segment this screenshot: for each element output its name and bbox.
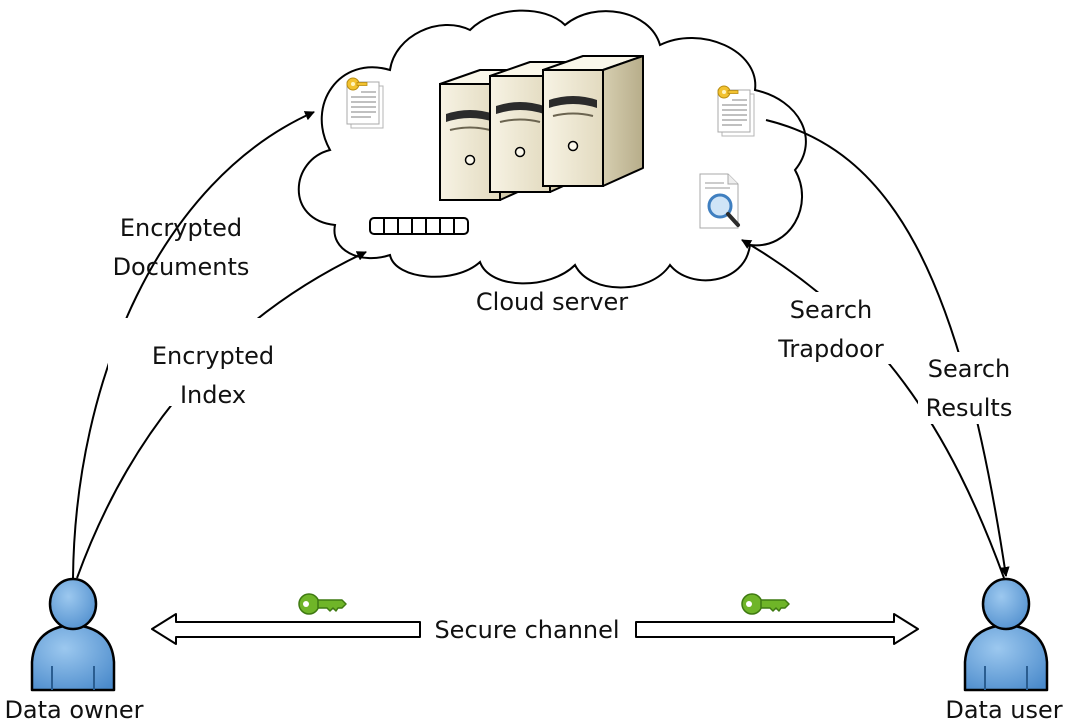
- cloud-server-label: Cloud server: [476, 288, 628, 316]
- index-array-icon: [369, 217, 469, 235]
- search-results-label-line2: Results: [926, 394, 1013, 422]
- search-results-label-line1: Search: [928, 355, 1010, 383]
- data-owner-label: Data owner: [4, 696, 143, 721]
- magnifier-document-icon: [699, 173, 740, 229]
- data-user-label: Data user: [945, 696, 1062, 721]
- arrow-search-trapdoor: [741, 239, 1005, 579]
- search-trapdoor-label-line1: Search: [790, 296, 872, 324]
- encrypted-documents-label-line1: Encrypted: [120, 214, 242, 242]
- encrypted-document-icon: [717, 85, 755, 137]
- secure-channel-label: Secure channel: [434, 616, 619, 644]
- encrypted-index-label-line2: Index: [180, 381, 246, 409]
- secure-channel-arrow: [635, 613, 919, 645]
- key-icon: [741, 593, 790, 615]
- server-tower-icon: [542, 55, 644, 187]
- encrypted-documents-label-line2: Documents: [113, 253, 250, 281]
- key-icon: [298, 593, 347, 615]
- person-icon: [30, 577, 116, 692]
- search-trapdoor-label-line2: Trapdoor: [777, 335, 884, 363]
- person-icon: [963, 577, 1049, 692]
- secure-channel-arrow: [151, 613, 421, 645]
- arrow-encrypted-documents: [72, 111, 315, 579]
- arrow-search-results: [765, 119, 1010, 577]
- arrow-encrypted-index: [76, 251, 367, 579]
- encrypted-index-label-line1: Encrypted: [152, 342, 274, 370]
- encrypted-document-icon: [346, 77, 384, 129]
